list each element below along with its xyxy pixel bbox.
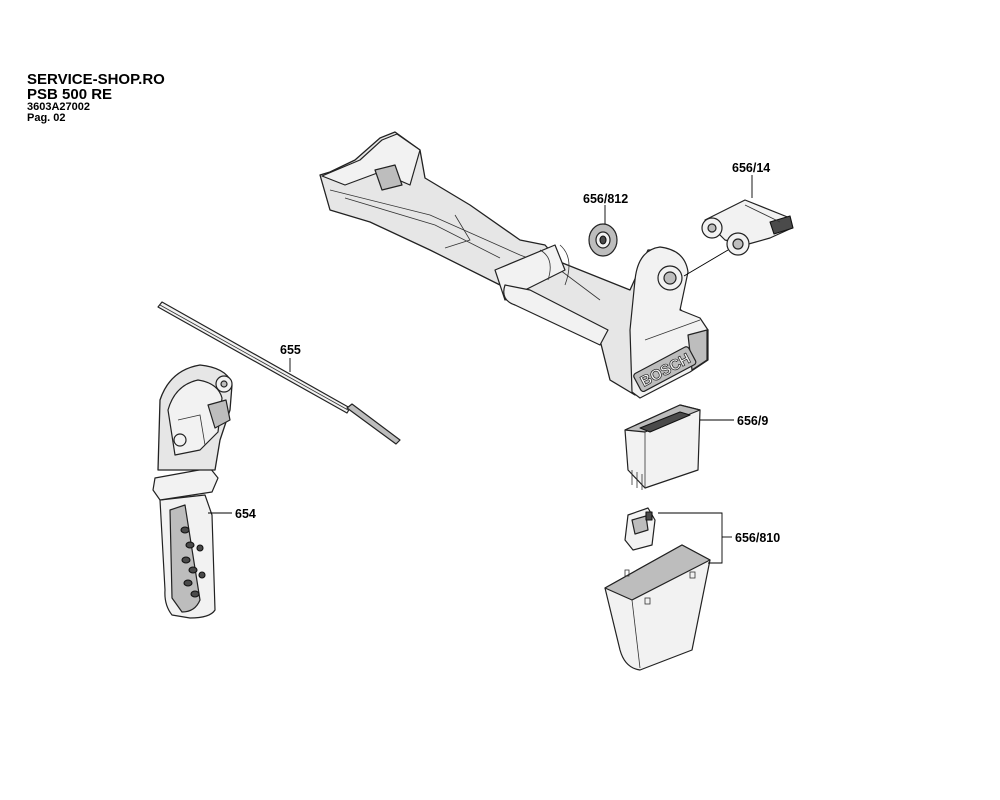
part-656-14-clip — [701, 199, 794, 256]
part-number: 3603A27002 — [27, 101, 91, 113]
depth-stop-arm: BOSCH — [319, 131, 709, 399]
part-656-810-dust-box — [604, 507, 711, 671]
grip-texture-dots — [180, 526, 206, 598]
shop-name: SERVICE-SHOP.RO — [27, 71, 165, 88]
page-number: Pag. 02 — [27, 112, 66, 124]
leader-656-810 — [658, 512, 723, 564]
part-654-handle — [152, 364, 233, 619]
label-656-812: 656/812 — [583, 192, 628, 206]
part-656-812-washer — [588, 223, 618, 257]
part-656-9-insert — [624, 404, 701, 490]
model-name: PSB 500 RE — [27, 86, 113, 103]
leader-656-14-to-arm — [683, 249, 729, 277]
label-654: 654 — [235, 507, 256, 521]
label-656-9: 656/9 — [737, 414, 768, 428]
drawing-header: SERVICE-SHOP.RO PSB 500 RE 3603A27002 Pa… — [27, 72, 165, 124]
label-655: 655 — [280, 343, 301, 357]
label-656-14: 656/14 — [732, 161, 770, 175]
part-655-rod — [157, 301, 401, 445]
label-656-810: 656/810 — [735, 531, 780, 545]
